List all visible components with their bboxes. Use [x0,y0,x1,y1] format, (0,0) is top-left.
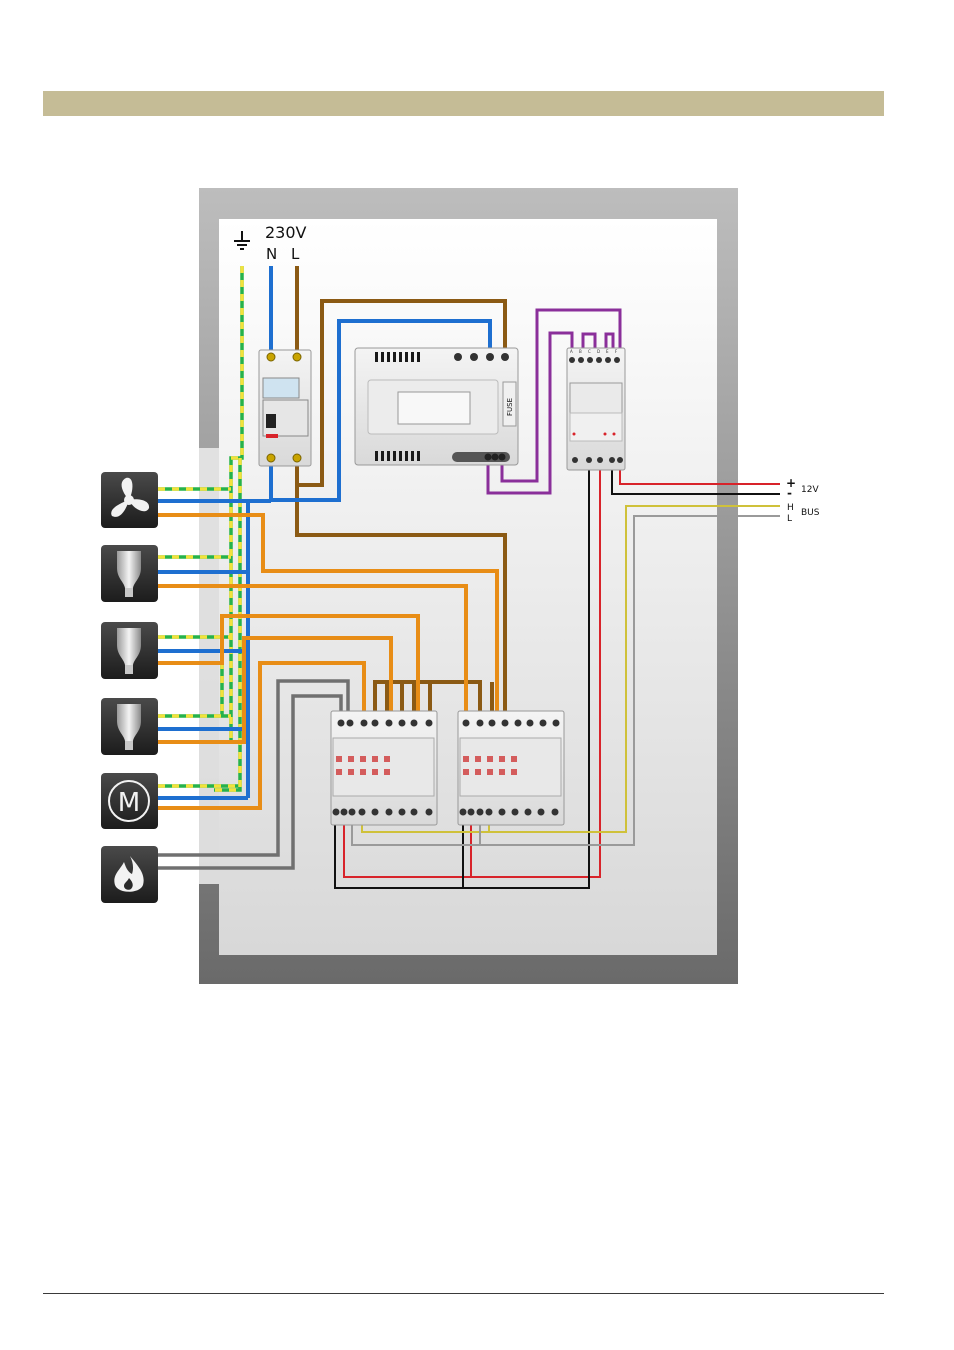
12v-label: 12V [801,485,819,495]
fuse-label: FUSE [506,398,514,416]
bus-label: BUS [801,508,820,518]
terminal-label-d: D [597,349,600,354]
terminal-label-b: B [579,349,582,354]
relay-module-2 [458,711,564,825]
motor-letter: M [118,788,140,818]
power-supply-unit: FUSE [355,348,518,465]
relay-module-1 [331,711,437,825]
footer-rule [43,1293,884,1294]
minus-label: - [787,486,792,500]
neutral-label: N [266,245,277,263]
load-lamp-2 [101,622,158,679]
load-fan [101,472,158,528]
circuit-breaker [259,350,311,466]
live-label: L [291,245,300,263]
terminal-label-c: C [588,349,591,354]
bus-l-label: L [787,514,792,524]
bus-h-label: H [787,503,794,513]
load-heating [101,846,158,903]
load-lamp-3 [101,698,158,755]
load-motor: M [101,773,158,829]
load-lamp-1 [101,545,158,602]
terminal-label-a: A [570,349,573,354]
bus-supply-module: A B C D E F [567,348,625,470]
supply-voltage-label: 230V [265,223,307,242]
